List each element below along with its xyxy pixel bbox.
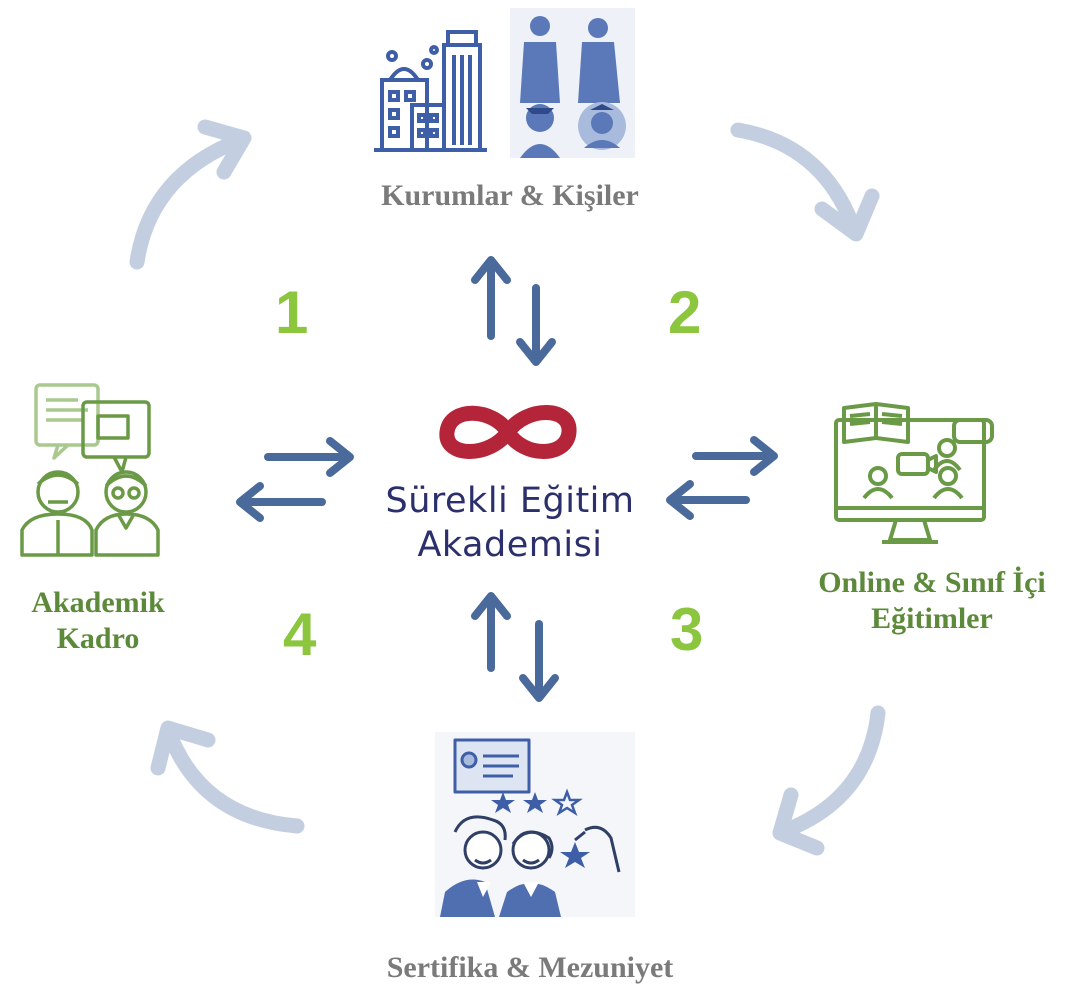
step-number-2: 2: [668, 279, 702, 346]
node-left-label-line-1: Akademik: [31, 586, 165, 619]
logo-line-1: Sürekli Eğitim: [385, 481, 635, 521]
logo-line-2: Akademisi: [417, 524, 603, 565]
exchange-arrows-left: [236, 437, 354, 522]
step-number-3: 3: [670, 596, 704, 663]
exchange-arrows-top: [471, 256, 556, 366]
center-logo-text: Sürekli Eğitim Akademisi: [380, 480, 640, 568]
cycle-arrow-top-left: [129, 119, 252, 270]
cycle-arrow-top-right: [730, 122, 880, 242]
node-right-label-line-2: Eğitimler: [871, 602, 993, 635]
people-icon: [510, 8, 635, 158]
academic-staff-icon: [20, 383, 160, 557]
certificate-graduates-icon: [435, 732, 635, 917]
node-left-label: Akademik Kadro: [0, 585, 196, 657]
node-right-label-line-1: Online & Sınıf İçi: [818, 566, 1046, 599]
node-top-label: Kurumlar & Kişiler: [381, 179, 639, 212]
node-right-label: Online & Sınıf İçi Eğitimler: [782, 565, 1082, 637]
cycle-arrow-bottom-right: [772, 705, 886, 856]
step-number-1: 1: [275, 279, 309, 346]
node-left-label-line-2: Kadro: [56, 622, 140, 655]
cycle-arrow-bottom-left: [150, 720, 305, 834]
node-bottom-label: Sertifika & Mezuniyet: [386, 951, 674, 984]
infinity-logo-icon: [439, 405, 577, 459]
exchange-arrows-bottom: [471, 592, 559, 702]
buildings-icon: [374, 30, 487, 152]
exchange-arrows-right: [666, 436, 778, 520]
step-number-4: 4: [283, 601, 317, 668]
online-classroom-monitor-icon: [834, 402, 994, 544]
